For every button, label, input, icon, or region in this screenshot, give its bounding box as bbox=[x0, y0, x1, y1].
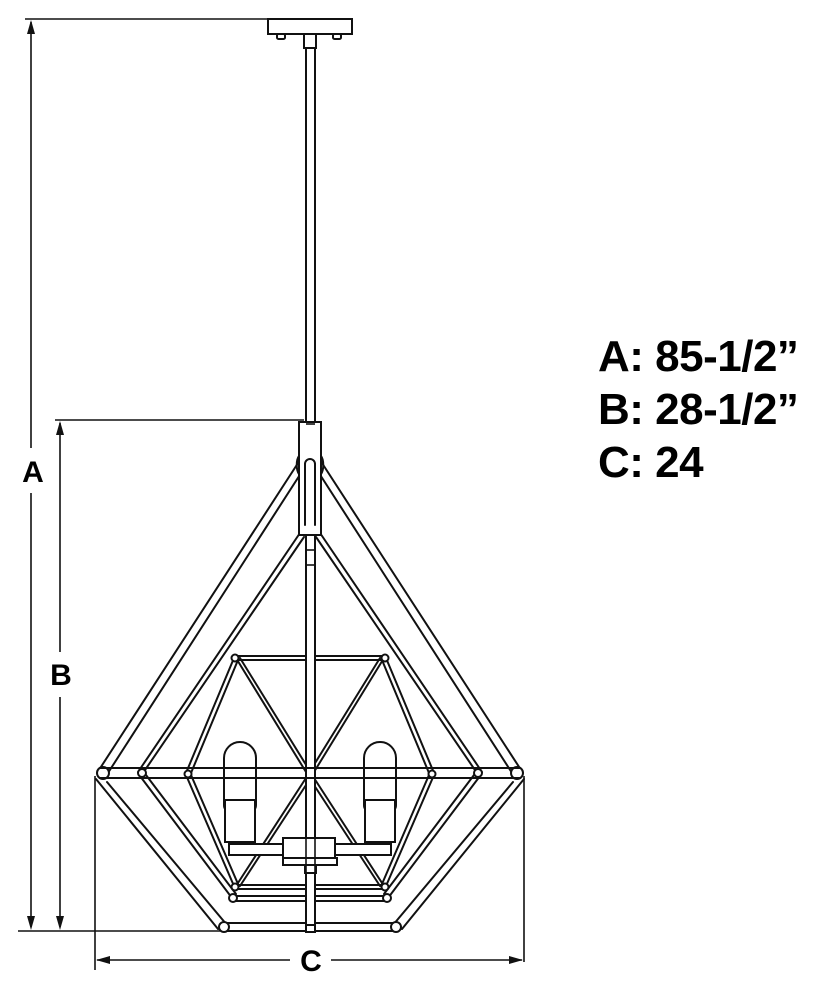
dimension-b: B bbox=[18, 419, 304, 932]
cage-joint bbox=[137, 768, 147, 778]
cage-joint bbox=[218, 921, 230, 933]
cage-bar bbox=[385, 774, 435, 887]
cage-bar bbox=[137, 529, 303, 773]
cage-bar bbox=[392, 781, 514, 926]
cage-brace bbox=[313, 777, 385, 887]
cage-brace bbox=[313, 657, 385, 773]
legend-row-c: C: 24 bbox=[598, 438, 704, 487]
collar-hook-left bbox=[295, 455, 300, 475]
cage-joint bbox=[183, 769, 193, 779]
bulb-cluster bbox=[99, 741, 521, 874]
cage-bar bbox=[381, 659, 430, 774]
cage-joint bbox=[427, 769, 437, 779]
socket-right bbox=[364, 799, 396, 843]
cage-joint bbox=[230, 653, 240, 663]
cage-bar bbox=[106, 781, 228, 926]
cage-bar bbox=[317, 529, 483, 773]
arrowhead-up-icon bbox=[56, 421, 64, 435]
legend-row-a: A: 85-1/2” bbox=[598, 332, 799, 381]
cage-joint bbox=[228, 893, 238, 903]
cage-bar bbox=[387, 775, 481, 899]
cage-bar bbox=[190, 774, 239, 885]
cage-brace bbox=[311, 657, 381, 769]
cage-bar bbox=[381, 774, 430, 885]
cage-brace bbox=[235, 777, 307, 887]
cage-bar bbox=[190, 659, 239, 774]
cluster-hub bbox=[282, 837, 336, 859]
socket-left bbox=[224, 799, 256, 843]
arrowhead-down-icon bbox=[27, 916, 35, 930]
arrowhead-right-icon bbox=[509, 956, 523, 964]
cage-joint bbox=[380, 882, 390, 892]
cage-bar bbox=[139, 775, 233, 899]
cage-bar bbox=[401, 778, 525, 930]
cage-joint bbox=[390, 921, 402, 933]
downrod-upper bbox=[305, 47, 316, 425]
cage-bar bbox=[145, 774, 237, 895]
canopy-screw-left bbox=[276, 33, 286, 40]
arrowhead-down-icon bbox=[56, 916, 64, 930]
dimension-b-label: B bbox=[50, 659, 72, 692]
arrowhead-left-icon bbox=[96, 956, 110, 964]
canopy-plate bbox=[267, 18, 353, 35]
cage-joint bbox=[230, 882, 240, 892]
collar-body bbox=[298, 421, 322, 536]
legend-row-b: B: 28-1/2” bbox=[598, 385, 799, 434]
canopy-stem bbox=[303, 33, 317, 49]
collar-slot bbox=[304, 458, 316, 526]
dimension-a: A bbox=[22, 18, 272, 930]
cage-bar bbox=[105, 469, 304, 777]
canopy bbox=[267, 18, 353, 49]
cage-bar bbox=[385, 657, 435, 774]
collar-hook-right bbox=[320, 455, 325, 475]
cage-brace bbox=[311, 781, 381, 887]
cage-bar bbox=[95, 778, 219, 930]
cluster-nut bbox=[304, 864, 317, 874]
top-collar bbox=[295, 421, 325, 536]
cage-bar bbox=[319, 459, 524, 774]
cage-bar bbox=[315, 536, 478, 774]
cage-bar bbox=[142, 536, 305, 774]
cage-brace bbox=[239, 781, 309, 887]
cluster-hub-base bbox=[282, 857, 338, 866]
dimension-c: C bbox=[94, 776, 525, 978]
cage-brace bbox=[235, 657, 307, 773]
cage-bar bbox=[185, 774, 235, 887]
dimension-legend: A: 85-1/2” B: 28-1/2” C: 24 bbox=[598, 330, 799, 489]
rod-end-cap bbox=[305, 924, 316, 933]
arrowhead-up-icon bbox=[27, 20, 35, 34]
dimension-c-label: C bbox=[300, 945, 322, 978]
cage-bar bbox=[185, 657, 235, 774]
cage-bar bbox=[383, 774, 475, 895]
canopy-screw-right bbox=[332, 33, 342, 40]
cage-brace bbox=[239, 657, 309, 769]
cage-joint bbox=[380, 653, 390, 663]
cage-joint bbox=[473, 768, 483, 778]
cage-joint bbox=[382, 893, 392, 903]
dimension-a-label: A bbox=[22, 456, 44, 489]
cage-bar bbox=[316, 469, 515, 777]
cage-bar bbox=[96, 459, 301, 774]
